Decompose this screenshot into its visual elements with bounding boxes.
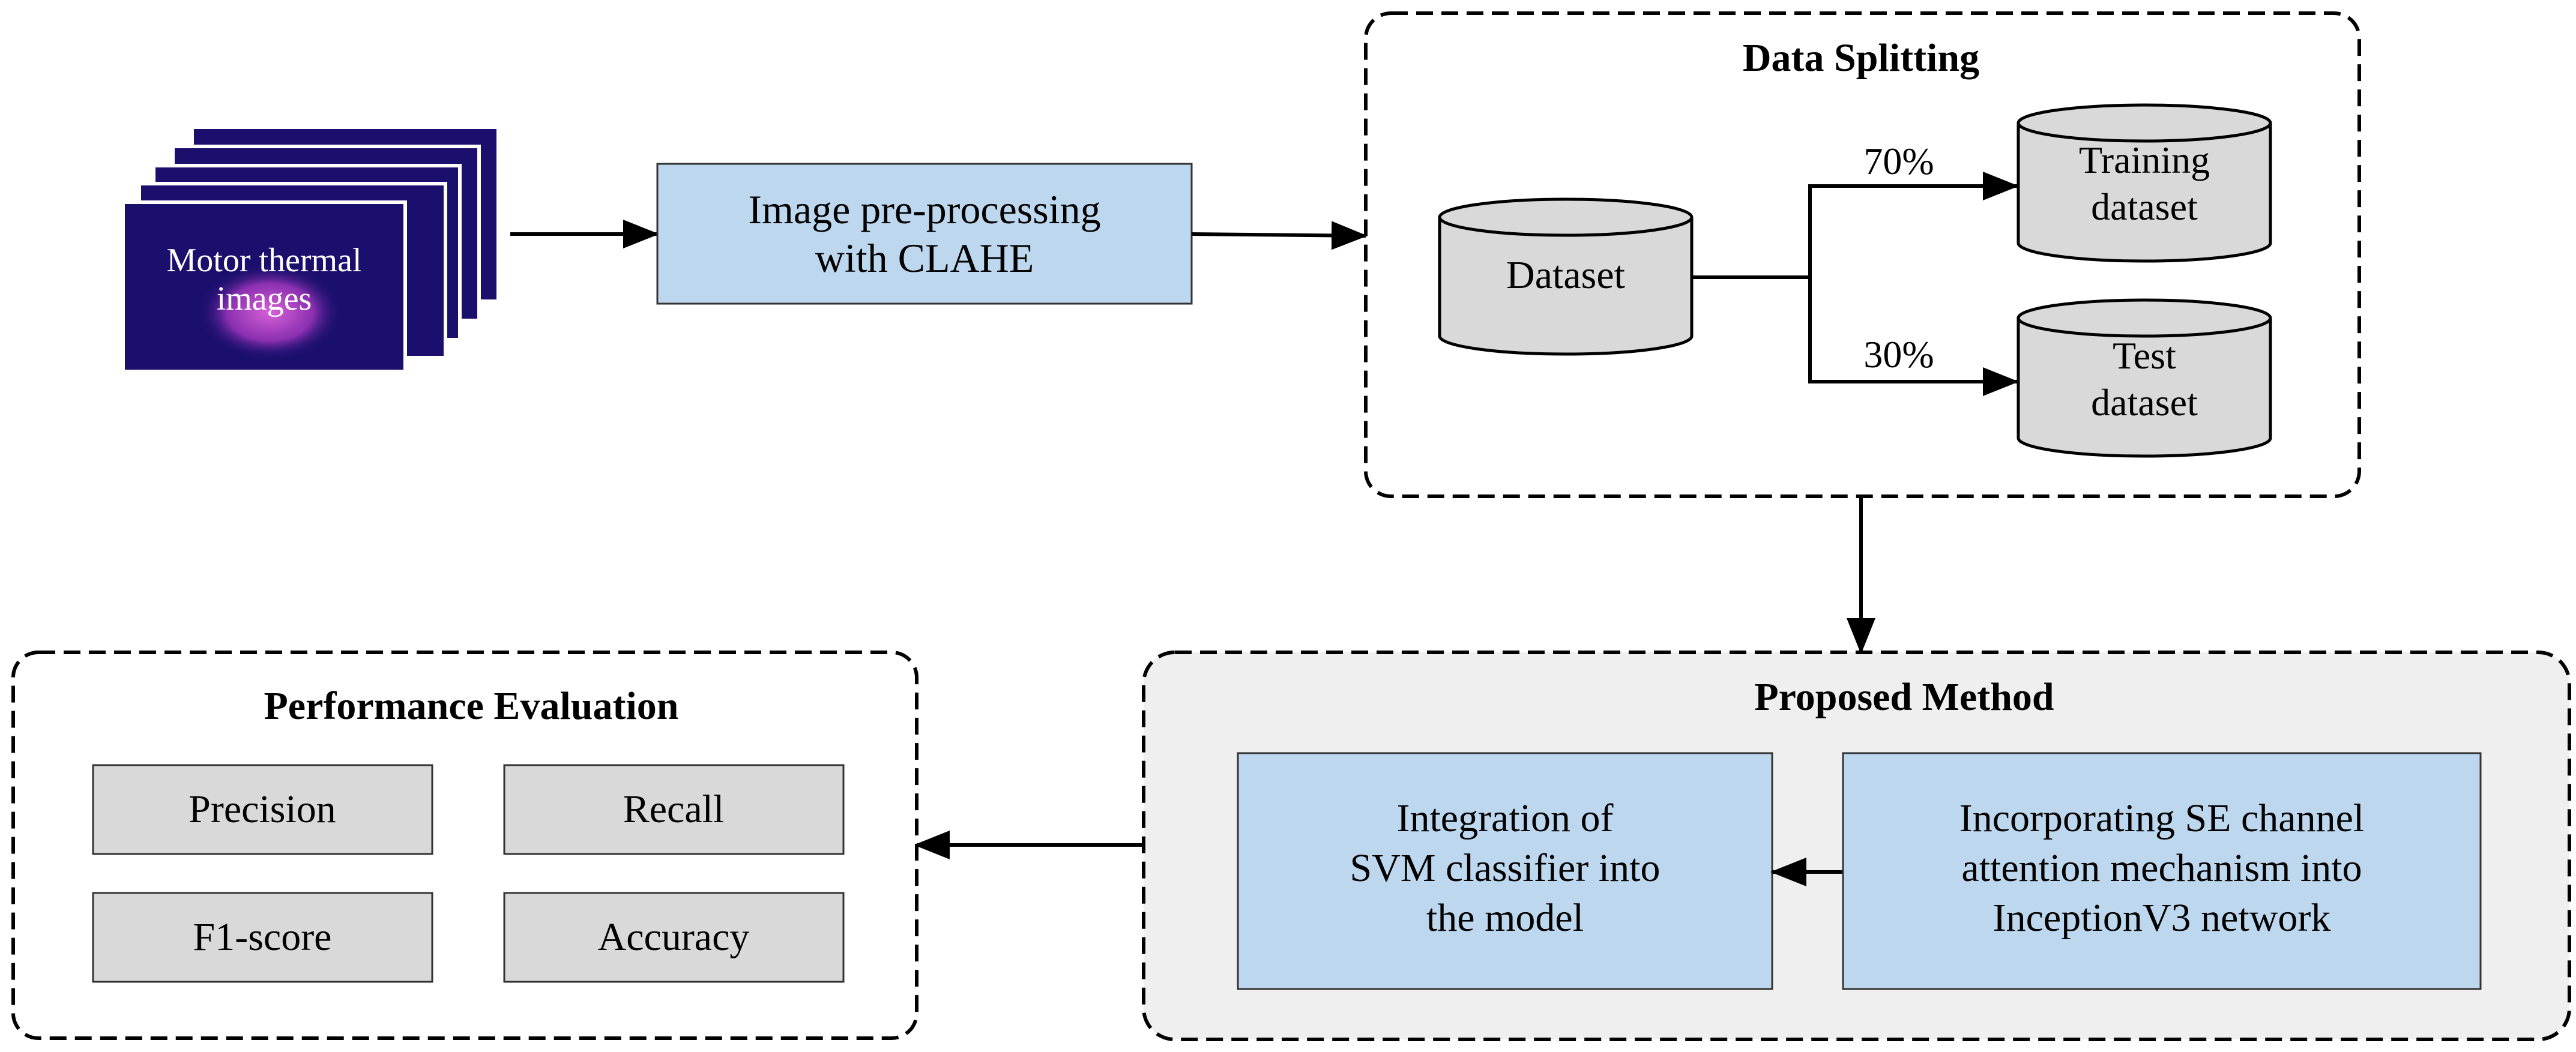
training-percent: 70% <box>1863 140 1934 182</box>
performance-evaluation-title: Performance Evaluation <box>264 684 678 728</box>
performance-evaluation-panel: Performance Evaluation Precision Recall … <box>11 651 918 1040</box>
thermal-image-stack: Motor thermal images <box>121 125 500 373</box>
input-label-line1: Motor thermal <box>166 242 361 279</box>
metric-precision-label: Precision <box>189 787 336 831</box>
proposed-method-panel: Proposed Method Integration of SVM class… <box>1142 651 2571 1041</box>
svm-integration-box: Integration of SVM classifier into the m… <box>1237 752 1773 990</box>
metric-recall: Recall <box>503 764 845 855</box>
training-line2: dataset <box>2091 185 2198 228</box>
metric-accuracy: Accuracy <box>503 892 845 983</box>
svm-box-line1: Integration of <box>1396 796 1613 840</box>
preprocess-box: Image pre-processing with CLAHE <box>656 163 1193 305</box>
data-splitting-title: Data Splitting <box>1743 36 1979 80</box>
metric-precision: Precision <box>92 764 433 855</box>
svm-box-line2: SVM classifier into <box>1350 846 1661 890</box>
dataset-label: Dataset <box>1506 253 1625 297</box>
test-line2: dataset <box>2091 381 2198 424</box>
input-label-line2: images <box>217 280 312 317</box>
arrow-preprocess-to-splitting <box>1191 221 1368 250</box>
metric-f1-score-label: F1-score <box>193 915 332 959</box>
proposed-method-title: Proposed Method <box>1754 675 2054 719</box>
se-attention-box: Incorporating SE channel attention mecha… <box>1842 752 2482 990</box>
metric-accuracy-label: Accuracy <box>598 915 750 959</box>
training-line1: Training <box>2079 139 2210 181</box>
data-splitting-panel: Data Splitting Dataset 70% 30% Training … <box>1364 11 2361 498</box>
preprocess-line1: Image pre-processing <box>748 187 1100 232</box>
se-box-line3: InceptionV3 network <box>1993 896 2331 940</box>
dataset-cylinder: Dataset <box>1438 197 1694 356</box>
se-box-line1: Incorporating SE channel <box>1959 796 2364 840</box>
se-box-line2: attention mechanism into <box>1961 846 2362 890</box>
metric-f1-score: F1-score <box>92 892 433 983</box>
thermal-hotspot <box>198 264 342 360</box>
preprocess-line2: with CLAHE <box>815 235 1034 281</box>
test-dataset-cylinder: Test dataset <box>2016 298 2272 458</box>
test-percent: 30% <box>1863 333 1934 376</box>
test-line1: Test <box>2113 334 2176 377</box>
training-dataset-cylinder: Training dataset <box>2016 103 2272 263</box>
svm-box-line3: the model <box>1426 896 1584 940</box>
metric-recall-label: Recall <box>623 787 725 831</box>
